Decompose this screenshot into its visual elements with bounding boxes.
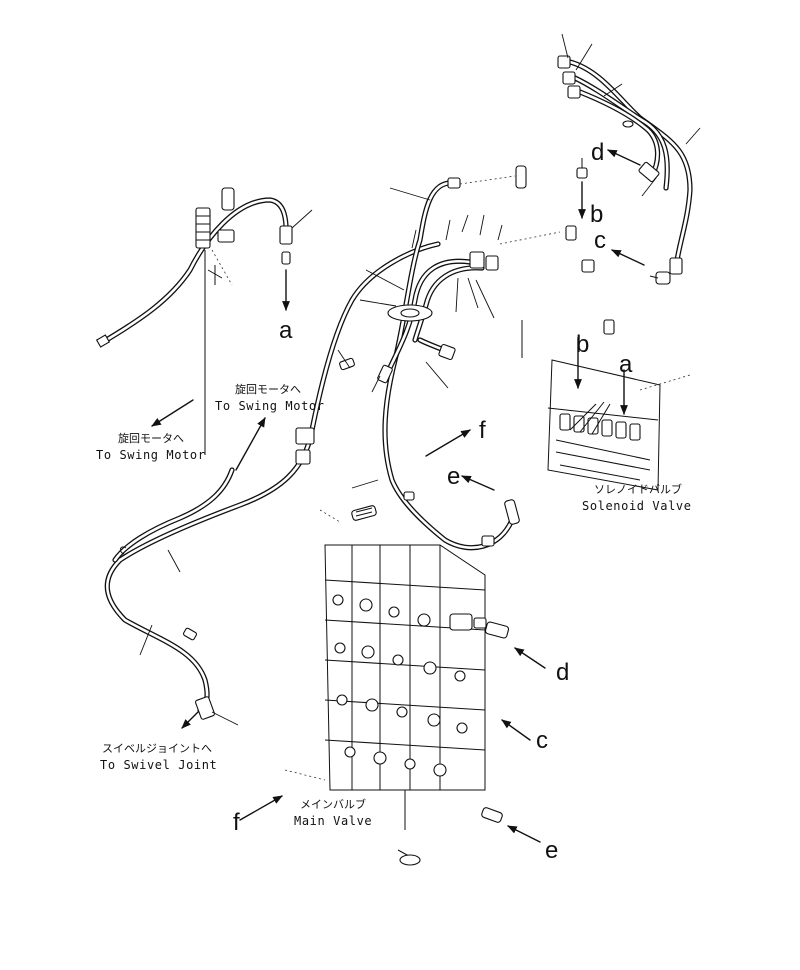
center-hose-bundle [319, 165, 561, 551]
solenoid-valve-jp-label: ソレノイドバルブ [594, 482, 682, 496]
solenoid-valve [547, 319, 691, 491]
main-valve-jp-label: メインバルブ [300, 797, 366, 811]
swivel-joint-jp-label: スイベルジョイントへ [102, 742, 212, 755]
swing-motor-upper-en-label: To Swing Motor [215, 399, 325, 413]
solenoid-valve-en-label: Solenoid Valve [582, 499, 692, 513]
swing-motor-lower-en-label: To Swing Motor [96, 448, 206, 462]
callout-a-mid: a [619, 351, 633, 378]
swing-motor-upper-jp-label: 旋回モータへ [235, 382, 301, 396]
swing-motor-fitting [151, 187, 266, 471]
swivel-joint-en-label: To Swivel Joint [100, 758, 217, 772]
main-valve-en-label: Main Valve [294, 814, 372, 828]
callout-e-bottom: e [545, 837, 558, 864]
callout-c-top: c [594, 227, 606, 254]
main-hose-bundle [104, 241, 441, 729]
callout-c-right: c [536, 727, 548, 754]
swing-motor-hose-upper [95, 197, 313, 348]
hose-clamp-fitting [351, 505, 377, 521]
callout-f-mid: f [479, 417, 486, 444]
swing-motor-lower-jp-label: 旋回モータへ [118, 431, 184, 445]
top-right-hose-group [557, 33, 701, 285]
callout-e-mid: e [447, 463, 460, 490]
callout-a-left: a [279, 317, 293, 344]
callout-f-bottom: f [233, 809, 240, 836]
callout-b-top: b [590, 201, 603, 228]
main-valve [239, 544, 546, 866]
callout-d-right: d [556, 659, 569, 686]
callout-b-mid: b [576, 331, 589, 358]
callout-d-top: d [591, 139, 604, 166]
